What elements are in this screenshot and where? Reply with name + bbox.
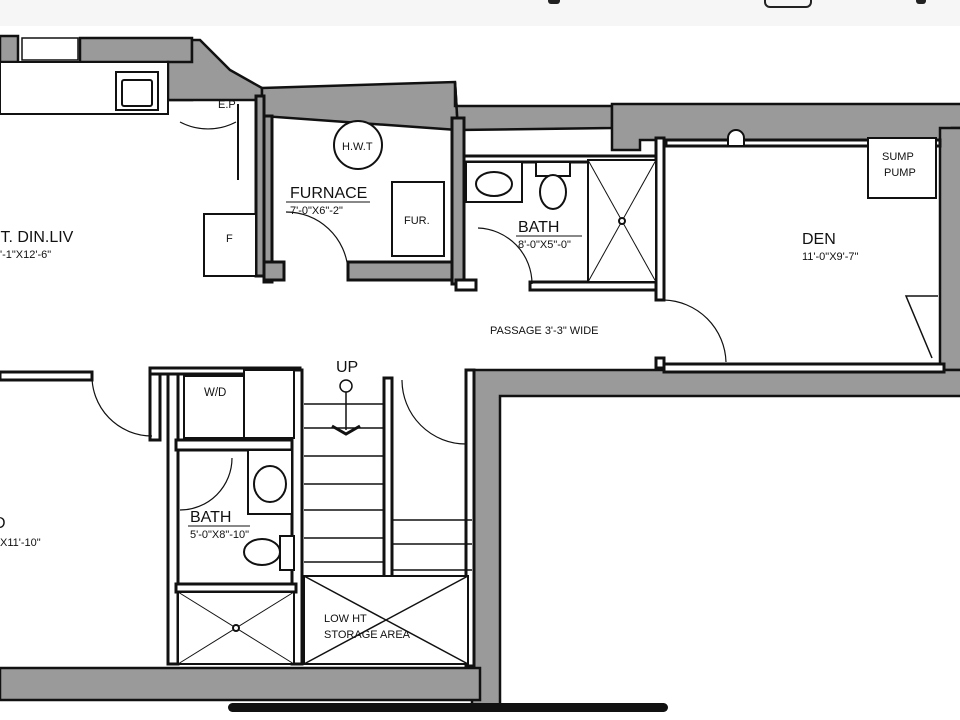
wall-bath-lower-right	[290, 368, 304, 666]
toilet-tank-lower	[279, 535, 295, 571]
wall-furnace-left	[262, 114, 274, 284]
wall-bath-lower-bottom	[174, 582, 298, 594]
wall-bath-bottom	[528, 280, 658, 292]
furnace-unit	[391, 181, 445, 257]
door-furnace	[285, 211, 349, 271]
wall-laundry-bottom	[174, 438, 298, 452]
stair-treads	[304, 403, 472, 571]
door-bath-upper	[477, 227, 533, 285]
den-outlet	[727, 129, 745, 147]
label-passage: PASSAGE 3'-3" WIDE	[490, 325, 599, 337]
door-den-right	[904, 295, 938, 359]
status-mark-right	[916, 0, 926, 4]
wall-furnace-right	[450, 116, 466, 286]
label-kitchen: IT. DIN.LIV	[0, 229, 74, 246]
label-furnace-size: 7'-0"X6"-2"	[290, 205, 343, 217]
wall-den-inner	[664, 138, 942, 148]
wall-den-right	[938, 126, 960, 372]
label-kitchen-size: '-1"X12'-6"	[0, 249, 51, 261]
wall-furnace-bottom	[346, 260, 454, 282]
label-wd: W/D	[204, 387, 226, 399]
wd-unit-2	[243, 369, 295, 439]
door-ep	[179, 121, 237, 130]
label-den-size: 11'-0"X9'-7"	[802, 251, 859, 263]
washer-dryer	[183, 375, 245, 439]
label-sump-2: PUMP	[884, 167, 916, 179]
toilet-bowl-upper	[539, 174, 567, 210]
label-stairs-up: UP	[336, 359, 358, 376]
status-mark-button	[764, 0, 812, 8]
home-indicator[interactable]	[228, 703, 668, 712]
toilet-bowl-lower	[243, 538, 281, 566]
door-storage	[401, 379, 467, 445]
label-bedroom: D	[0, 515, 6, 532]
wall-bath-left-stub	[454, 278, 478, 292]
status-mark-left	[548, 0, 560, 4]
kitchen-window	[21, 37, 79, 61]
bath-lower-sink	[253, 465, 287, 503]
toilet-tank-upper	[535, 161, 571, 177]
label-hwt: H.W.T	[342, 141, 373, 153]
stair-arrow-origin	[339, 379, 353, 393]
doors	[91, 104, 938, 511]
room-labels: IT. DIN.LIV '-1"X12'-6" E.P F FURNACE 7'…	[0, 99, 916, 641]
sump-pump-box	[867, 137, 937, 199]
door-bath-lower	[179, 457, 233, 511]
wall-corridor-lower	[662, 362, 946, 374]
door-den	[663, 299, 727, 363]
label-fridge: F	[226, 233, 233, 245]
fridge	[203, 213, 257, 277]
stair-arrow-head	[331, 424, 361, 436]
door-corridor-left	[91, 373, 153, 437]
label-bath-upper-size: 8'-0"X5"-0"	[518, 239, 571, 251]
label-den: DEN	[802, 231, 836, 248]
wall-laundry-left	[148, 368, 162, 442]
label-bath-lower: BATH	[190, 509, 231, 526]
bath-upper-sink	[475, 171, 513, 197]
wall-bottom	[0, 666, 482, 702]
label-storage-2: STORAGE AREA	[324, 629, 411, 641]
label-bath-upper: BATH	[518, 219, 559, 236]
wall-top-ep	[166, 38, 264, 102]
label-ep: E.P	[218, 99, 236, 111]
wall-stair-right	[382, 376, 394, 586]
wall-corridor-left	[0, 370, 94, 382]
water-heater	[333, 120, 383, 170]
label-sump-1: SUMP	[882, 151, 914, 163]
wall-storage-right	[464, 368, 476, 668]
label-fur: FUR.	[404, 215, 430, 227]
kitchen-sink-basin	[121, 79, 153, 107]
fixtures	[115, 71, 937, 665]
wall-top-left	[0, 34, 20, 64]
wall-den-left	[654, 136, 666, 302]
wall-furnace-door-stub	[262, 260, 286, 282]
label-furnace: FURNACE	[290, 185, 367, 202]
label-bath-lower-size: 5'-0"X8"-10"	[190, 529, 249, 541]
wall-laundry-inner-left	[166, 370, 180, 666]
label-storage-1: LOW HT	[324, 613, 367, 625]
label-bedroom-size: X11'-10"	[0, 537, 41, 549]
